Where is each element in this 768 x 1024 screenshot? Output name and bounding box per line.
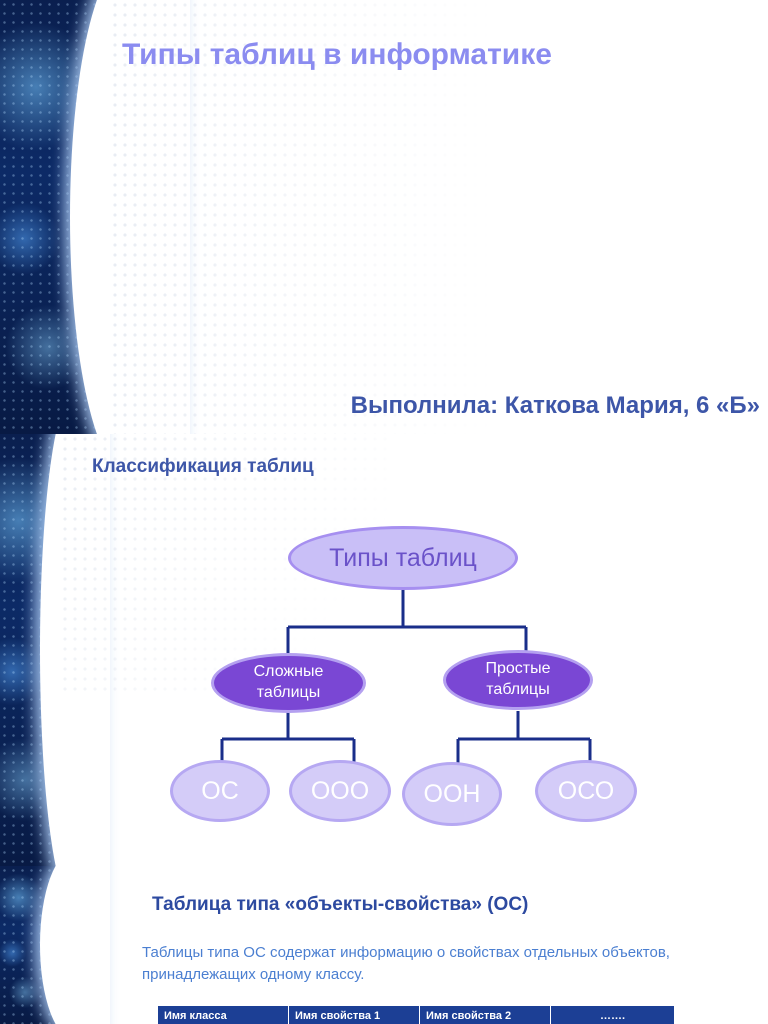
classification-slide: Классификация таблиц Типы таблиц Сложные… xyxy=(0,434,768,866)
node-complex-tables: Сложные таблицы xyxy=(211,653,366,713)
table-header-row: Имя класса Имя свойства 1 Имя свойства 2… xyxy=(158,1006,674,1024)
slide-title: Таблица типа «объекты-свойства» (ОС) xyxy=(152,894,529,915)
node-oso: ОСО xyxy=(535,760,637,822)
node-root: Типы таблиц xyxy=(288,526,518,590)
connector-right xyxy=(456,711,592,764)
node-ooo: ООО xyxy=(289,760,391,822)
node-simple-label: Простые таблицы xyxy=(485,660,551,698)
presentation-title: Типы таблиц в информатике xyxy=(122,38,552,71)
connector-root xyxy=(286,589,528,656)
node-simple-tables: Простые таблицы xyxy=(443,650,593,710)
decorative-dot-pattern xyxy=(110,0,490,434)
node-oso-label: ОСО xyxy=(557,776,615,805)
header-property-2: Имя свойства 2 xyxy=(419,1006,551,1024)
author-line: Выполнила: Каткова Мария, 6 «Б» xyxy=(350,392,760,419)
header-property-1: Имя свойства 1 xyxy=(288,1006,420,1024)
node-os-label: ОС xyxy=(201,776,239,805)
decorative-wave xyxy=(40,866,110,1024)
node-oon-label: ООН xyxy=(423,779,481,808)
tree-connectors xyxy=(220,589,592,764)
node-os: ОС xyxy=(170,760,270,822)
slide-description: Таблицы типа ОС содержат информацию о св… xyxy=(142,944,670,983)
header-class-name: Имя класса xyxy=(158,1006,289,1024)
os-table: Имя класса Имя свойства 1 Имя свойства 2… xyxy=(158,1006,674,1024)
node-ooo-label: ООО xyxy=(310,776,370,805)
node-root-label: Типы таблиц xyxy=(329,543,477,572)
decorative-wave xyxy=(70,0,190,434)
node-oon: ООН xyxy=(402,762,502,826)
decorative-wave xyxy=(40,434,110,866)
header-ellipsis: ……. xyxy=(550,1006,674,1024)
slide-title: Классификация таблиц xyxy=(92,456,314,477)
os-table-slide: Таблица типа «объекты-свойства» (ОС) Таб… xyxy=(0,866,768,1024)
node-complex-label: Сложные таблицы xyxy=(253,663,324,701)
connector-left xyxy=(220,711,356,764)
title-slide: Типы таблиц в информатике Выполнила: Кат… xyxy=(0,0,768,434)
